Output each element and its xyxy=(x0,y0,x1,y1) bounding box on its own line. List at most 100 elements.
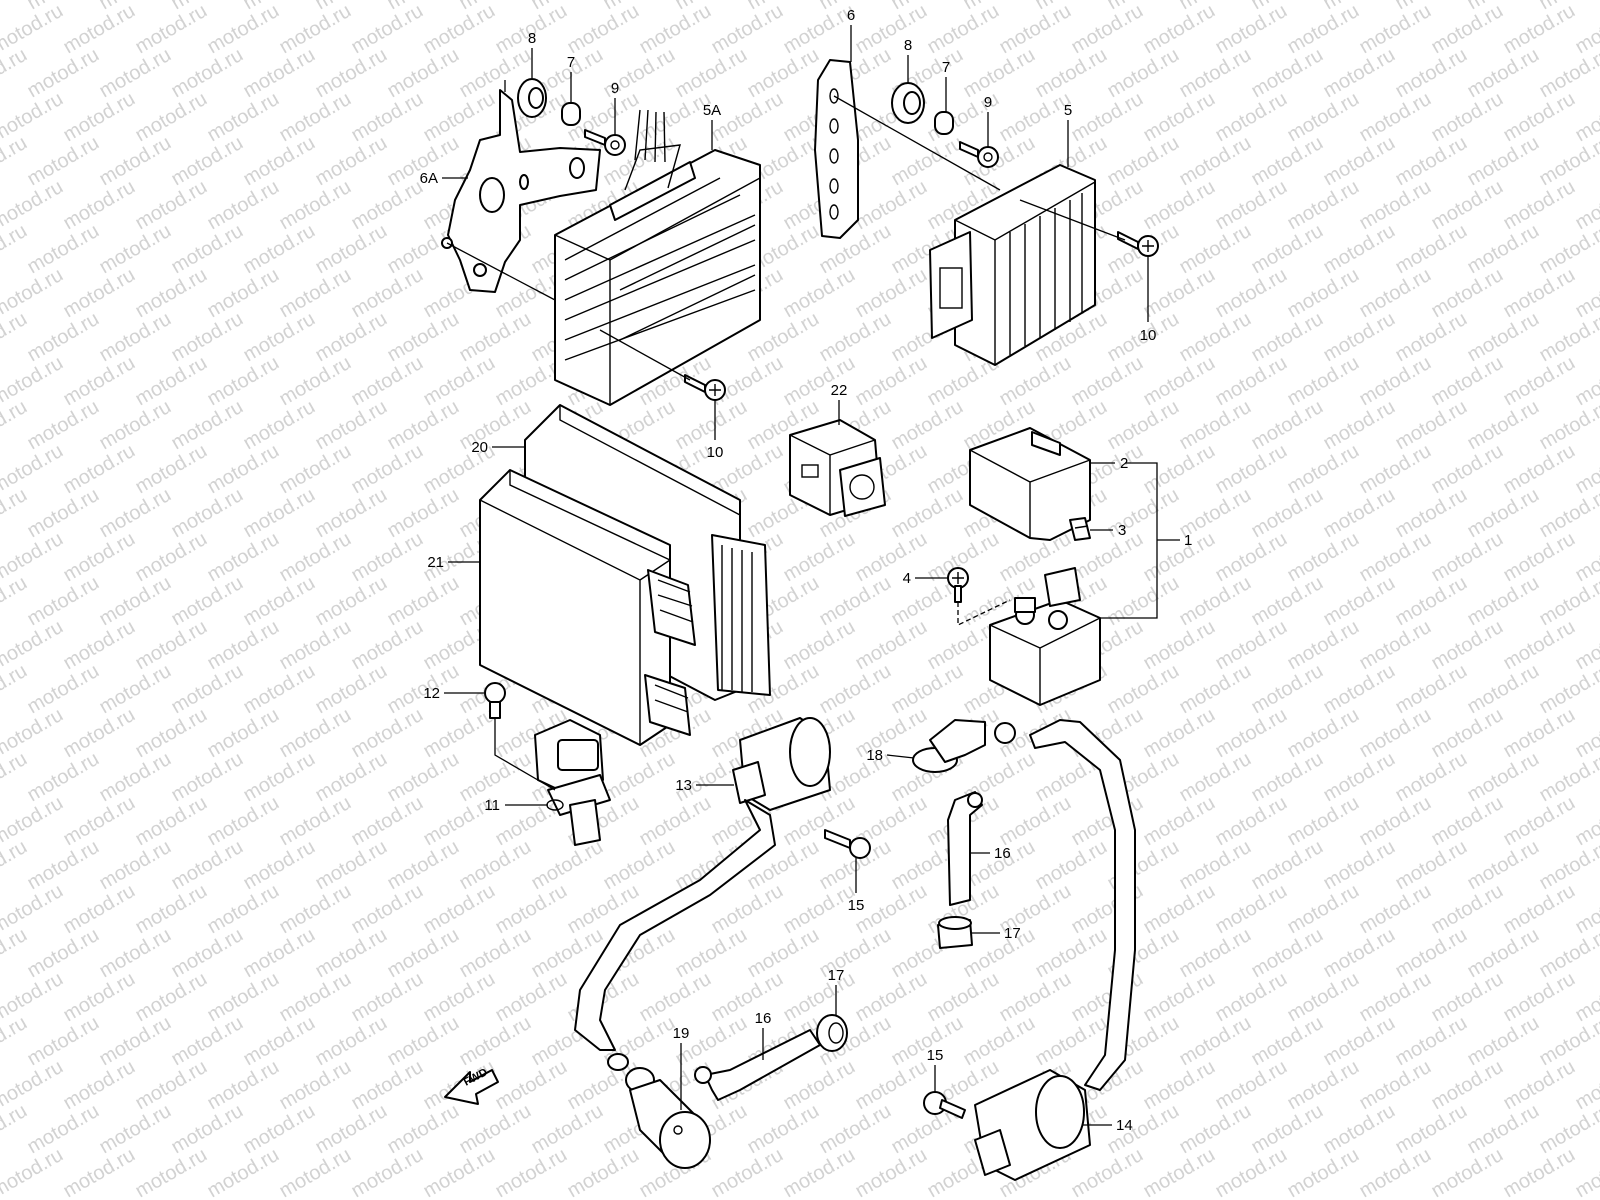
watermark-text: motod.ru xyxy=(1356,176,1435,235)
watermark-text: motod.ru xyxy=(312,836,391,895)
callout-10-right: 10 xyxy=(1140,327,1157,344)
watermark-text: motod.ru xyxy=(24,396,103,455)
watermark-text: motod.ru xyxy=(996,792,1075,851)
bolt-9-right-drawing xyxy=(959,141,999,168)
watermark-text: motod.ru xyxy=(1212,792,1291,851)
watermark-text: motod.ru xyxy=(1356,528,1435,587)
watermark-text: motod.ru xyxy=(1464,748,1543,807)
watermark-text: motod.ru xyxy=(1068,1144,1147,1200)
plug-cap-19-drawing xyxy=(625,1067,711,1169)
seal-17-upper-drawing xyxy=(937,916,973,949)
watermark-text: motod.ru xyxy=(1140,88,1219,147)
watermark-text: motod.ru xyxy=(1320,308,1399,367)
watermark-text: motod.ru xyxy=(492,880,571,939)
watermark-text: motod.ru xyxy=(1320,1100,1399,1159)
watermark-text: motod.ru xyxy=(1500,704,1579,763)
watermark-text: motod.ru xyxy=(96,1012,175,1071)
watermark-text: motod.ru xyxy=(276,352,355,411)
watermark-text: motod.ru xyxy=(240,924,319,983)
watermark-text: motod.ru xyxy=(168,836,247,895)
callout-9-left: 9 xyxy=(611,80,619,97)
watermark-text: motod.ru xyxy=(924,968,1003,1027)
watermark-text: motod.ru xyxy=(204,616,283,675)
watermark-text: motod.ru xyxy=(1500,792,1579,851)
watermark-text: motod.ru xyxy=(1392,44,1471,103)
callout-8-right: 8 xyxy=(904,37,912,54)
watermark-text: motod.ru xyxy=(1392,660,1471,719)
watermark-text: motod.ru xyxy=(60,792,139,851)
watermark-text: motod.ru xyxy=(852,616,931,675)
watermark-text: motod.ru xyxy=(1140,176,1219,235)
watermark-text: motod.ru xyxy=(1176,1012,1255,1071)
watermark-text: motod.ru xyxy=(1320,220,1399,279)
watermark-text: motod.ru xyxy=(1500,176,1579,235)
watermark-text: motod.ru xyxy=(168,924,247,983)
watermark-text: motod.ru xyxy=(1464,308,1543,367)
watermark-text: motod.ru xyxy=(1248,44,1327,103)
watermark-text: motod.ru xyxy=(312,1100,391,1159)
watermark-text: motod.ru xyxy=(168,1100,247,1159)
watermark-text: motod.ru xyxy=(24,924,103,983)
watermark-text: motod.ru xyxy=(312,396,391,455)
watermark-text: motod.ru xyxy=(456,836,535,895)
watermark-text: motod.ru xyxy=(1320,748,1399,807)
watermark-text: motod.ru xyxy=(24,572,103,631)
watermark-text: motod.ru xyxy=(1392,572,1471,631)
callout-16-upper: 16 xyxy=(994,845,1011,862)
watermark-text: motod.ru xyxy=(1248,660,1327,719)
watermark-text: motod.ru xyxy=(1392,1100,1471,1159)
watermark-text: motod.ru xyxy=(672,924,751,983)
watermark-text: motod.ru xyxy=(1428,880,1507,939)
watermark-text: motod.ru xyxy=(1284,1056,1363,1115)
watermark-text: motod.ru xyxy=(240,44,319,103)
watermark-text: motod.ru xyxy=(204,528,283,587)
watermark-text: motod.ru xyxy=(1320,572,1399,631)
watermark-text: motod.ru xyxy=(1500,352,1579,411)
watermark-text: motod.ru xyxy=(348,264,427,323)
plug-wire-16-lower-drawing xyxy=(694,1029,821,1101)
callout-9-right: 9 xyxy=(984,94,992,111)
watermark-text: motod.ru xyxy=(1104,660,1183,719)
callout-4: 4 xyxy=(903,570,911,587)
watermark-text: motod.ru xyxy=(1428,440,1507,499)
ignition-coil-14-drawing xyxy=(974,719,1136,1181)
watermark-text: motod.ru xyxy=(312,748,391,807)
watermark-text: motod.ru xyxy=(24,484,103,543)
watermark-text: motod.ru xyxy=(1320,836,1399,895)
watermark-text: motod.ru xyxy=(492,1056,571,1115)
watermark-text: motod.ru xyxy=(1428,176,1507,235)
watermark-text: motod.ru xyxy=(204,88,283,147)
watermark-text: motod.ru xyxy=(852,352,931,411)
watermark-text: motod.ru xyxy=(1284,528,1363,587)
callout-8-left: 8 xyxy=(528,30,536,47)
bolt-15-lower-drawing xyxy=(923,1091,966,1119)
watermark-text: motod.ru xyxy=(240,1012,319,1071)
starter-relay-1-drawing xyxy=(989,567,1101,706)
watermark-text: motod.ru xyxy=(0,44,31,103)
callout-7-right: 7 xyxy=(942,59,950,76)
watermark-text: motod.ru xyxy=(168,220,247,279)
seal-17-lower-drawing xyxy=(816,1014,848,1052)
watermark-text: motod.ru xyxy=(276,792,355,851)
watermark-text: motod.ru xyxy=(0,836,31,895)
watermark-text: motod.ru xyxy=(240,220,319,279)
watermark-text: motod.ru xyxy=(1176,660,1255,719)
watermark-text: motod.ru xyxy=(60,1144,139,1200)
watermark-text: motod.ru xyxy=(240,1100,319,1159)
watermark-text: motod.ru xyxy=(492,968,571,1027)
watermark-text: motod.ru xyxy=(1356,1056,1435,1115)
callout-6a: 6A xyxy=(420,170,438,187)
watermark-text: motod.ru xyxy=(1320,1012,1399,1071)
watermark-text: motod.ru xyxy=(204,880,283,939)
watermark-text: motod.ru xyxy=(348,968,427,1027)
watermark-text: motod.ru xyxy=(1140,440,1219,499)
watermark-text: motod.ru xyxy=(168,748,247,807)
grommet-8-left-drawing xyxy=(517,78,547,118)
watermark-text: motod.ru xyxy=(600,836,679,895)
grommet-8-right-drawing xyxy=(891,82,925,124)
plug-cap-18-drawing xyxy=(912,719,1016,773)
callout-11: 11 xyxy=(484,797,500,814)
watermark-text: motod.ru xyxy=(240,748,319,807)
watermark-text: motod.ru xyxy=(24,44,103,103)
watermark-text: motod.ru xyxy=(1428,0,1507,58)
